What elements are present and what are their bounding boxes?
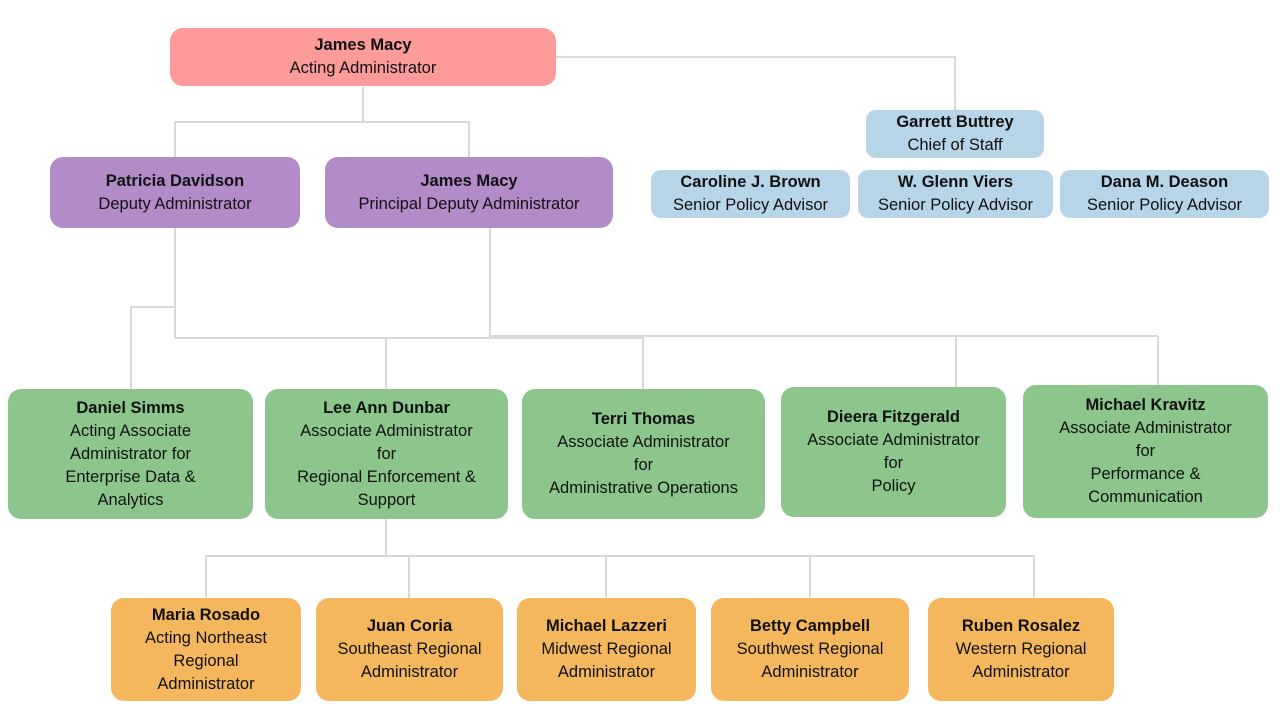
person-title: Senior Policy Advisor xyxy=(1087,196,1242,214)
person-title: Southeast Regional Administrator xyxy=(337,640,482,681)
person-title: Deputy Administrator xyxy=(98,194,252,213)
person-name: Michael Lazzeri xyxy=(545,617,668,635)
node-regional-western: Ruben Rosalez Western Regional Administr… xyxy=(928,598,1114,701)
node-acting-administrator: James Macy Acting Administrator xyxy=(170,28,556,86)
node-regional-midwest: Michael Lazzeri Midwest Regional Adminis… xyxy=(517,598,696,701)
person-title: Associate Administrator for Regional Enf… xyxy=(297,421,476,509)
person-name: Caroline J. Brown xyxy=(680,173,821,191)
person-name: James Macy xyxy=(314,36,412,54)
person-title: Acting Administrator xyxy=(289,59,437,77)
person-name: Patricia Davidson xyxy=(105,171,245,190)
person-title: Chief of Staff xyxy=(907,136,1003,154)
person-title: Associate Administrator for Policy xyxy=(807,431,980,495)
person-title: Midwest Regional Administrator xyxy=(541,640,672,681)
person-name: Betty Campbell xyxy=(749,617,871,635)
person-title: Acting Associate Administrator for Enter… xyxy=(65,421,196,509)
person-name: Lee Ann Dunbar xyxy=(323,398,450,417)
connector-deputy-to-associate-1 xyxy=(130,228,176,389)
person-name: Terri Thomas xyxy=(591,410,696,428)
connector-principal-deputy-bus xyxy=(489,228,1159,388)
node-deputy-administrator: Patricia Davidson Deputy Administrator xyxy=(50,157,300,228)
node-regional-northeast: Maria Rosado Acting Northeast Regional A… xyxy=(111,598,301,701)
node-regional-southeast: Juan Coria Southeast Regional Administra… xyxy=(316,598,503,701)
person-name: Dana M. Deason xyxy=(1100,173,1229,191)
person-name: Daniel Simms xyxy=(76,398,185,417)
node-senior-policy-advisor-1: Caroline J. Brown Senior Policy Advisor xyxy=(651,170,850,218)
person-title: Principal Deputy Administrator xyxy=(358,194,580,213)
node-associate-enterprise-data: Daniel Simms Acting Associate Administra… xyxy=(8,389,253,519)
node-associate-administrative-operations: Terri Thomas Associate Administrator for… xyxy=(522,389,765,519)
person-name: Maria Rosado xyxy=(151,605,261,624)
person-title: Acting Northeast Regional Administrator xyxy=(145,628,267,693)
person-name: Michael Kravitz xyxy=(1085,396,1206,414)
node-regional-southwest: Betty Campbell Southwest Regional Admini… xyxy=(711,598,909,701)
person-name: W. Glenn Viers xyxy=(897,173,1014,191)
person-title: Southwest Regional Administrator xyxy=(736,640,884,681)
person-name: Garrett Buttrey xyxy=(896,113,1014,131)
node-associate-performance-communication: Michael Kravitz Associate Administrator … xyxy=(1023,385,1268,518)
person-title: Associate Administrator for Performance … xyxy=(1059,419,1232,506)
person-name: James Macy xyxy=(420,171,518,190)
person-title: Western Regional Administrator xyxy=(955,640,1087,681)
node-chief-of-staff: Garrett Buttrey Chief of Staff xyxy=(866,110,1044,158)
person-title: Associate Administrator for Administrati… xyxy=(549,433,738,497)
node-senior-policy-advisor-2: W. Glenn Viers Senior Policy Advisor xyxy=(858,170,1053,218)
node-associate-policy: Dieera Fitzgerald Associate Administrato… xyxy=(781,387,1006,517)
person-name: Dieera Fitzgerald xyxy=(827,408,960,426)
person-name: Juan Coria xyxy=(366,617,453,635)
node-associate-regional-enforcement: Lee Ann Dunbar Associate Administrator f… xyxy=(265,389,508,519)
node-senior-policy-advisor-3: Dana M. Deason Senior Policy Advisor xyxy=(1060,170,1269,218)
connector-admin-to-deputies xyxy=(174,87,470,157)
connector-admin-to-chief-of-staff xyxy=(556,56,956,110)
node-principal-deputy-administrator: James Macy Principal Deputy Administrato… xyxy=(325,157,613,228)
person-title: Senior Policy Advisor xyxy=(878,196,1033,214)
person-title: Senior Policy Advisor xyxy=(673,196,828,214)
connector-deputy-bus xyxy=(175,337,644,389)
connector-regional-bus xyxy=(205,519,1035,598)
person-name: Ruben Rosalez xyxy=(961,617,1081,635)
